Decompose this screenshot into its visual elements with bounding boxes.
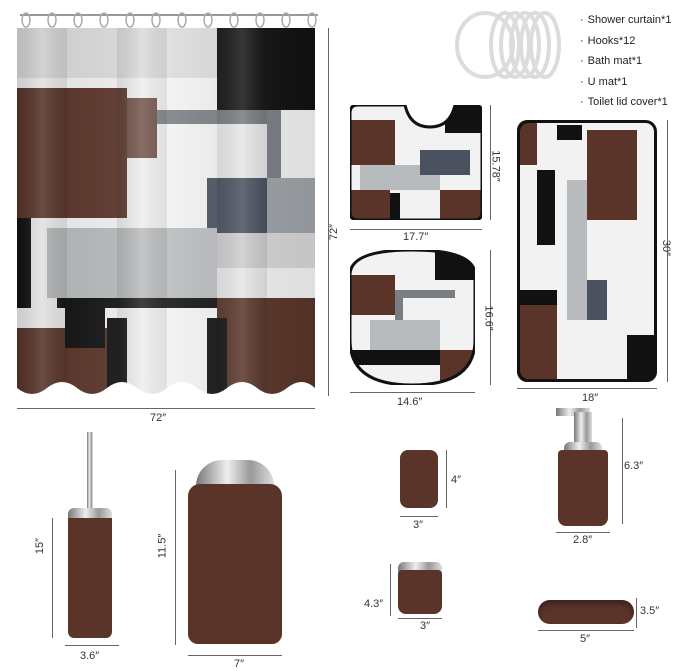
hooks-icon [20, 12, 318, 28]
contents-list: Shower curtain*1 Hooks*12 Bath mat*1 U m… [580, 10, 672, 113]
bath-mat [517, 120, 657, 382]
curtain-height-label: 72″ [328, 223, 341, 241]
curtain-hooks [20, 10, 318, 30]
waste-bin [188, 460, 282, 645]
holder-height-label: 4.3″ [364, 598, 384, 610]
soap-dish [538, 600, 634, 624]
ring-hooks [450, 5, 565, 85]
contents-item: Bath mat*1 [580, 51, 671, 72]
shower-curtain [17, 28, 315, 396]
contents-item: Shower curtain*1 [580, 10, 672, 31]
hooks-rings-icon [455, 11, 561, 79]
dispenser-width-label: 2.8″ [573, 534, 593, 546]
soap-dispenser [556, 408, 612, 528]
toothbrush-holder [398, 562, 442, 614]
contents-item: U mat*1 [580, 72, 671, 93]
lid-height-label: 16.6″ [482, 305, 495, 331]
curtain-width-label: 72″ [150, 412, 167, 424]
contents-item: Hooks*12 [580, 31, 671, 52]
lid-width-label: 14.6″ [397, 396, 423, 408]
umat-height-label: 15.78″ [489, 150, 502, 182]
cup-width-label: 3″ [413, 519, 424, 531]
dish-width-label: 5″ [580, 633, 591, 645]
toilet-brush [62, 432, 122, 642]
u-mat [348, 103, 484, 222]
bathmat-height-label: 30″ [660, 239, 673, 257]
dish-height-label: 3.5″ [640, 605, 660, 617]
bin-height-label: 11.5″ [156, 533, 169, 559]
brush-height-label: 15″ [34, 537, 47, 555]
tumbler-cup [400, 450, 438, 508]
dispenser-height-label: 6.3″ [624, 460, 644, 472]
bin-width-label: 7″ [234, 658, 245, 670]
contents-item: Toilet lid cover*1 [580, 92, 671, 113]
curtain-pattern [17, 28, 315, 396]
umat-width-label: 17.7″ [403, 231, 429, 243]
holder-width-label: 3″ [420, 620, 431, 632]
bathmat-width-label: 18″ [582, 392, 599, 404]
cup-height-label: 4″ [451, 474, 462, 486]
toilet-lid-cover [348, 248, 477, 387]
brush-width-label: 3.6″ [80, 650, 100, 662]
